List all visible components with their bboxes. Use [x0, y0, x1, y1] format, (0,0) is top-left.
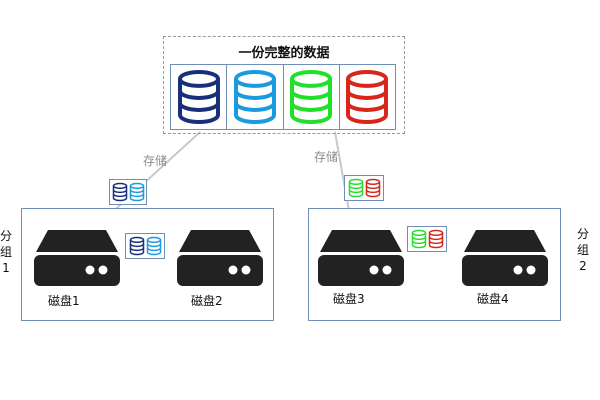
disk-icon — [462, 228, 548, 288]
database-icon — [344, 68, 390, 126]
database-icon — [176, 68, 222, 126]
disk-3-label: 磁盘3 — [333, 292, 365, 306]
disk-icon — [318, 228, 404, 288]
group-1-label: 分 组 1 — [0, 229, 12, 275]
store-label-left: 存储 — [143, 154, 168, 168]
database-cell — [227, 65, 284, 129]
database-icon — [365, 178, 381, 198]
data-chunk-backup-2 — [407, 226, 447, 252]
disk-2-label: 磁盘2 — [191, 294, 223, 308]
disk-4-label: 磁盘4 — [477, 292, 509, 306]
data-chunk-backup-1 — [125, 233, 165, 259]
database-icon — [129, 236, 145, 256]
database-strip — [170, 64, 396, 130]
group-2-label: 分 组 2 — [576, 227, 589, 273]
database-icon — [146, 236, 162, 256]
disk-1-label: 磁盘1 — [48, 294, 80, 308]
complete-data-box — [163, 36, 405, 134]
database-icon — [348, 178, 364, 198]
database-icon — [288, 68, 334, 126]
disk-icon — [34, 228, 120, 288]
store-label-right: 存储 — [314, 150, 339, 164]
database-cell — [284, 65, 340, 129]
database-icon — [428, 229, 444, 249]
data-chunk-box-1 — [109, 179, 147, 205]
database-cell — [340, 65, 395, 129]
data-chunk-box-2 — [344, 175, 384, 201]
database-icon — [129, 182, 145, 202]
database-icon — [112, 182, 128, 202]
database-cell — [171, 65, 228, 129]
disk-icon — [177, 228, 263, 288]
database-icon — [232, 68, 278, 126]
database-icon — [411, 229, 427, 249]
complete-data-title: 一份完整的数据 — [238, 46, 330, 61]
